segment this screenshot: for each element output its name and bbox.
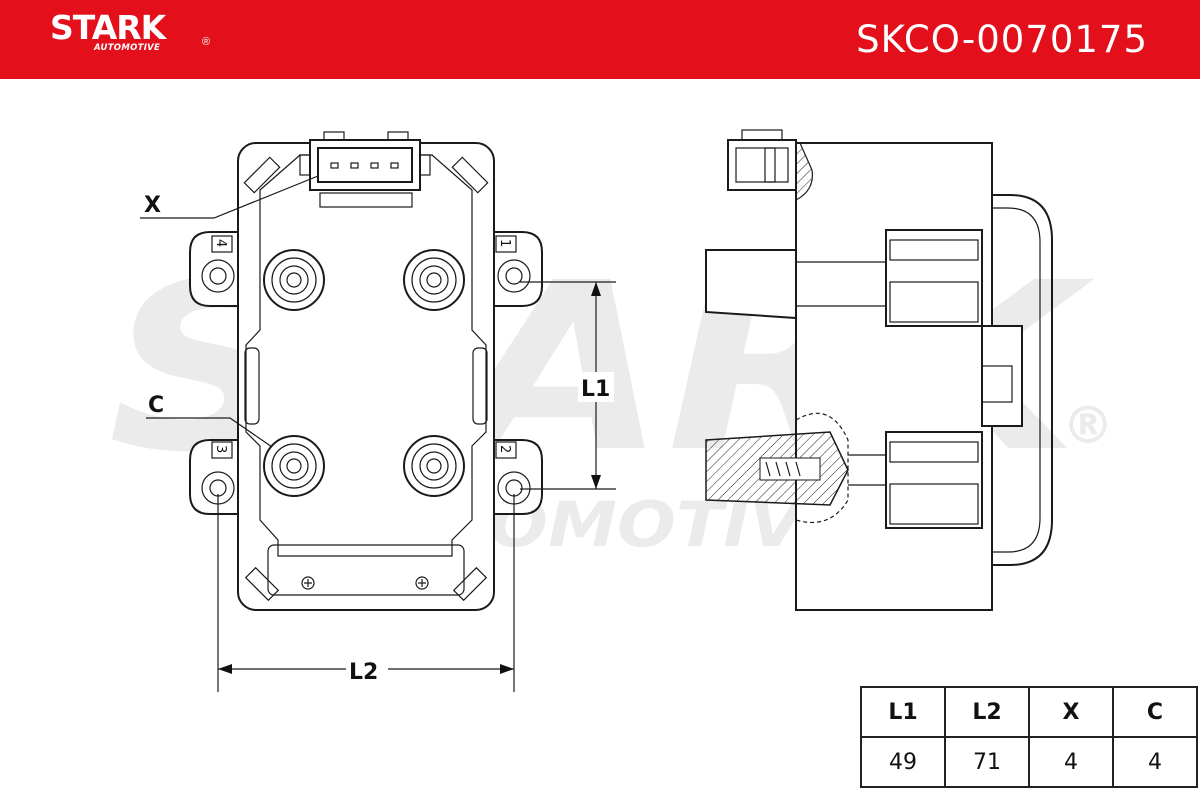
label-l2: L2	[349, 660, 378, 685]
spec-value-l2: 71	[944, 736, 1030, 788]
side-cable-loop	[992, 194, 1053, 566]
spec-value-c: 4	[1112, 736, 1198, 788]
connector-x	[299, 131, 431, 208]
coil-body-outline	[237, 142, 495, 611]
spark-outlet-3	[263, 435, 325, 497]
spec-value-x: 4	[1028, 736, 1114, 788]
pin-2-label: 2	[497, 445, 512, 453]
spark-outlet-2	[403, 249, 465, 311]
dimension-l2: L2	[217, 494, 515, 692]
logo-subtitle: AUTOMOTIVE	[94, 43, 161, 53]
label-l1: L1	[581, 377, 610, 402]
pin-numbers: 1 2 3 4	[211, 235, 517, 459]
screw-icons	[301, 576, 429, 590]
part-number: SKCO-0070175	[856, 18, 1148, 61]
spec-header-l1: L1	[860, 686, 946, 738]
side-tower-upper	[705, 229, 1023, 427]
label-c: C	[148, 393, 164, 418]
spec-header-l2: L2	[944, 686, 1030, 738]
corner-clips	[243, 156, 489, 602]
stark-logo: STARK ® AUTOMOTIVE	[50, 8, 210, 54]
header-bar: STARK ® AUTOMOTIVE SKCO-0070175	[0, 0, 1200, 79]
dimension-l1: L1	[520, 281, 616, 490]
spec-value-l1: 49	[860, 736, 946, 788]
spec-table: L1 L2 X C 49 71 4 4	[860, 686, 1198, 788]
spec-header-c: C	[1112, 686, 1198, 738]
spec-value-row: 49 71 4 4	[860, 736, 1198, 788]
spark-outlet-1	[263, 249, 325, 311]
side-body	[795, 142, 993, 611]
front-view: 1 2 3 4 X C L1	[140, 131, 616, 692]
pin-4-label: 4	[213, 239, 228, 247]
side-connector	[727, 129, 814, 201]
spec-header-row: L1 L2 X C	[860, 686, 1198, 738]
side-tower-lower	[705, 412, 983, 529]
mounting-ear-top-right	[485, 231, 543, 307]
spark-outlet-4	[403, 435, 465, 497]
pin-3-label: 3	[213, 445, 228, 453]
side-view	[705, 129, 1053, 611]
logo-wordmark: STARK	[50, 8, 166, 47]
watermark-registered: ®	[1062, 396, 1114, 456]
coil-inner-frame	[245, 154, 487, 557]
label-x: X	[144, 193, 161, 218]
spec-header-x: X	[1028, 686, 1114, 738]
leader-lines	[140, 175, 319, 448]
logo-registered-mark: ®	[202, 36, 211, 48]
pin-1-label: 1	[497, 239, 512, 247]
